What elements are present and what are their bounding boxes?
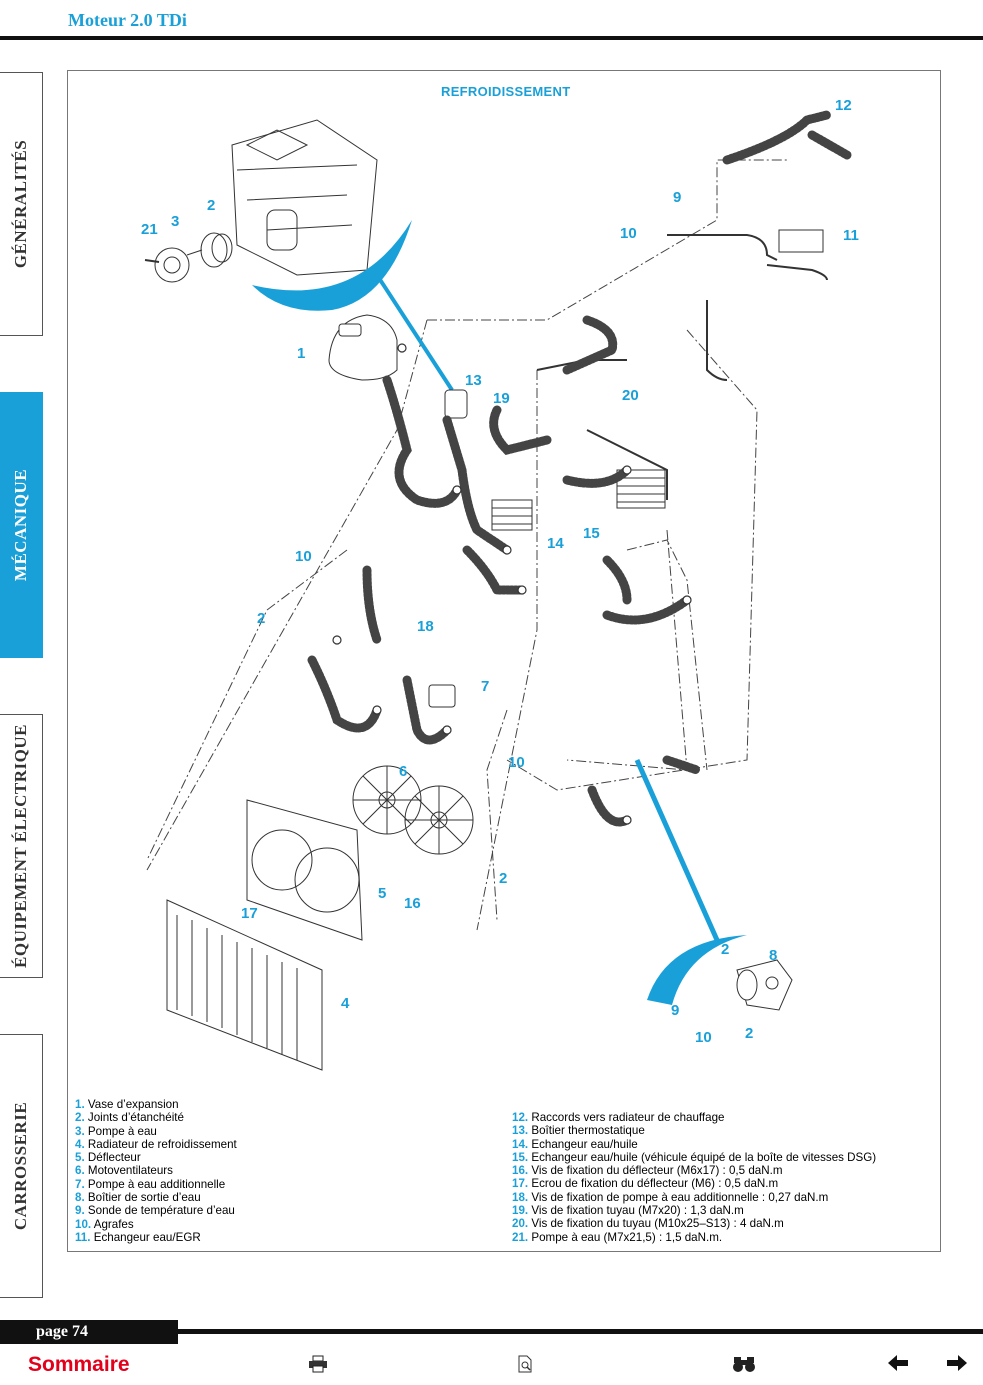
engine-block bbox=[231, 119, 378, 276]
pump-bolt bbox=[144, 259, 160, 263]
callout-12: 12 bbox=[835, 97, 852, 114]
water-pump bbox=[154, 232, 228, 283]
callout-16: 16 bbox=[404, 895, 421, 912]
zoom-wedge-outlet bbox=[647, 935, 747, 1005]
footer-rule bbox=[178, 1329, 983, 1334]
legend-item: 8. Boîtier de sortie d’eau bbox=[75, 1191, 201, 1205]
callout-9b: 9 bbox=[671, 1002, 679, 1019]
part-callouts: 12 9 10 11 21 3 2 1 13 19 20 14 15 10 2 … bbox=[141, 97, 859, 1046]
callout-19: 19 bbox=[493, 390, 510, 407]
legend-item: 10. Agrafes bbox=[75, 1217, 134, 1231]
legend-item: 15. Echangeur eau/huile (véhicule équipé… bbox=[512, 1150, 877, 1164]
callout-10d: 10 bbox=[695, 1029, 712, 1046]
legend-item: 2. Joints d’étanchéité bbox=[75, 1111, 184, 1125]
legend-item: 17. Ecrou de fixation du déflecteur (M6)… bbox=[512, 1177, 779, 1191]
side-tab-label: MÉCANIQUE bbox=[11, 468, 31, 582]
side-tab-label: ÉQUIPEMENT ÉLECTRIQUE bbox=[11, 724, 31, 968]
callout-3: 3 bbox=[171, 213, 179, 230]
legend-item: 1. Vase d’expansion bbox=[75, 1098, 179, 1111]
callout-2: 2 bbox=[207, 197, 215, 214]
callout-9: 9 bbox=[673, 189, 681, 206]
side-tab-carrosserie[interactable]: CARROSSERIE bbox=[0, 1034, 43, 1298]
arrow-left-icon[interactable] bbox=[888, 1355, 908, 1371]
legend-item: 20. Vis de fixation du tuyau (M10x25–S13… bbox=[512, 1217, 784, 1231]
legend-right: 12. Raccords vers radiateur de chauffage… bbox=[512, 1111, 876, 1244]
print-icon[interactable] bbox=[308, 1355, 328, 1373]
header-rule bbox=[0, 36, 983, 40]
diagram-frame bbox=[67, 70, 941, 1252]
callout-2b: 2 bbox=[257, 610, 265, 627]
callout-10c: 10 bbox=[508, 754, 525, 771]
legend-item: 9. Sonde de température d’eau bbox=[75, 1204, 235, 1218]
callout-13: 13 bbox=[465, 372, 482, 389]
side-tab-equipement-electrique[interactable]: ÉQUIPEMENT ÉLECTRIQUE bbox=[0, 714, 43, 978]
diagram-title: REFROIDISSEMENT bbox=[441, 84, 571, 99]
callout-2d: 2 bbox=[721, 941, 729, 958]
water-outlet-housing bbox=[736, 959, 793, 1011]
radiator bbox=[166, 899, 323, 1071]
callout-20: 20 bbox=[622, 387, 639, 404]
callout-10: 10 bbox=[620, 225, 637, 242]
additional-water-pump bbox=[428, 684, 456, 708]
thermostat-housing bbox=[444, 389, 468, 419]
side-tab-label: GÉNÉRALITÉS bbox=[11, 139, 31, 269]
legend-item: 14. Echangeur eau/huile bbox=[512, 1137, 638, 1151]
side-tab-mecanique[interactable]: MÉCANIQUE bbox=[0, 392, 43, 658]
callout-1: 1 bbox=[297, 345, 305, 362]
zoom-pointer-outlet bbox=[634, 758, 720, 942]
callout-18: 18 bbox=[417, 618, 434, 635]
legend-item: 3. Pompe à eau bbox=[75, 1124, 157, 1138]
callout-2c: 2 bbox=[499, 870, 507, 887]
legend-item: 11. Echangeur eau/EGR bbox=[75, 1230, 201, 1244]
fan-deflector bbox=[246, 799, 363, 941]
legend-item: 4. Radiateur de refroidissement bbox=[75, 1137, 237, 1151]
page-header-title: Moteur 2.0 TDi bbox=[68, 10, 187, 30]
callout-8: 8 bbox=[769, 947, 777, 964]
legend-item: 21. Pompe à eau (M7x21,5) : 1,5 daN.m. bbox=[512, 1230, 723, 1244]
cooling-system-diagram: 12 9 10 11 21 3 2 1 13 19 20 14 15 10 2 … bbox=[141, 97, 859, 1071]
legend-item: 16. Vis de fixation du déflecteur (M6x17… bbox=[512, 1164, 783, 1178]
legend-item: 12. Raccords vers radiateur de chauffage bbox=[512, 1111, 725, 1124]
search-document-icon[interactable] bbox=[518, 1355, 532, 1373]
binoculars-icon[interactable] bbox=[732, 1355, 756, 1373]
legend-item: 18. Vis de fixation de pompe à eau addit… bbox=[512, 1190, 829, 1204]
callout-21: 21 bbox=[141, 221, 158, 238]
legend-item: 13. Boîtier thermostatique bbox=[512, 1124, 645, 1138]
zoom-pointer-engine bbox=[375, 273, 454, 392]
callout-7: 7 bbox=[481, 678, 489, 695]
pump-gasket bbox=[211, 233, 233, 263]
arrow-right-icon[interactable] bbox=[947, 1355, 967, 1371]
legend-item: 6. Motoventilateurs bbox=[75, 1164, 173, 1178]
callout-14: 14 bbox=[547, 535, 564, 552]
callout-6: 6 bbox=[399, 763, 407, 780]
hose-clamps bbox=[332, 343, 692, 825]
oil-cooler bbox=[491, 499, 533, 531]
zoom-wedge-engine bbox=[252, 220, 412, 311]
callout-15: 15 bbox=[583, 525, 600, 542]
page-number: page 74 bbox=[0, 1320, 178, 1344]
callout-11: 11 bbox=[843, 227, 859, 244]
legend-item: 7. Pompe à eau additionnelle bbox=[75, 1177, 226, 1191]
side-tab-label: CARROSSERIE bbox=[11, 1101, 30, 1231]
egr-cooler bbox=[778, 229, 824, 253]
expansion-tank bbox=[328, 314, 398, 381]
callout-2e: 2 bbox=[745, 1025, 753, 1042]
coolant-hoses bbox=[307, 110, 852, 827]
legend-item: 5. Déflecteur bbox=[75, 1151, 141, 1165]
side-tab-generalites[interactable]: GÉNÉRALITÉS bbox=[0, 72, 43, 336]
callout-17: 17 bbox=[241, 905, 258, 922]
sommaire-link[interactable]: Sommaire bbox=[28, 1353, 130, 1376]
callout-4: 4 bbox=[341, 995, 350, 1012]
routing-lines bbox=[146, 159, 787, 931]
fan-motors bbox=[352, 765, 474, 855]
callout-5: 5 bbox=[378, 885, 386, 902]
callout-10b: 10 bbox=[295, 548, 312, 565]
legend-left: 1. Vase d’expansion 2. Joints d’étanchéi… bbox=[75, 1098, 237, 1244]
legend-item: 19. Vis de fixation tuyau (M7x20) : 1,3 … bbox=[512, 1204, 744, 1218]
